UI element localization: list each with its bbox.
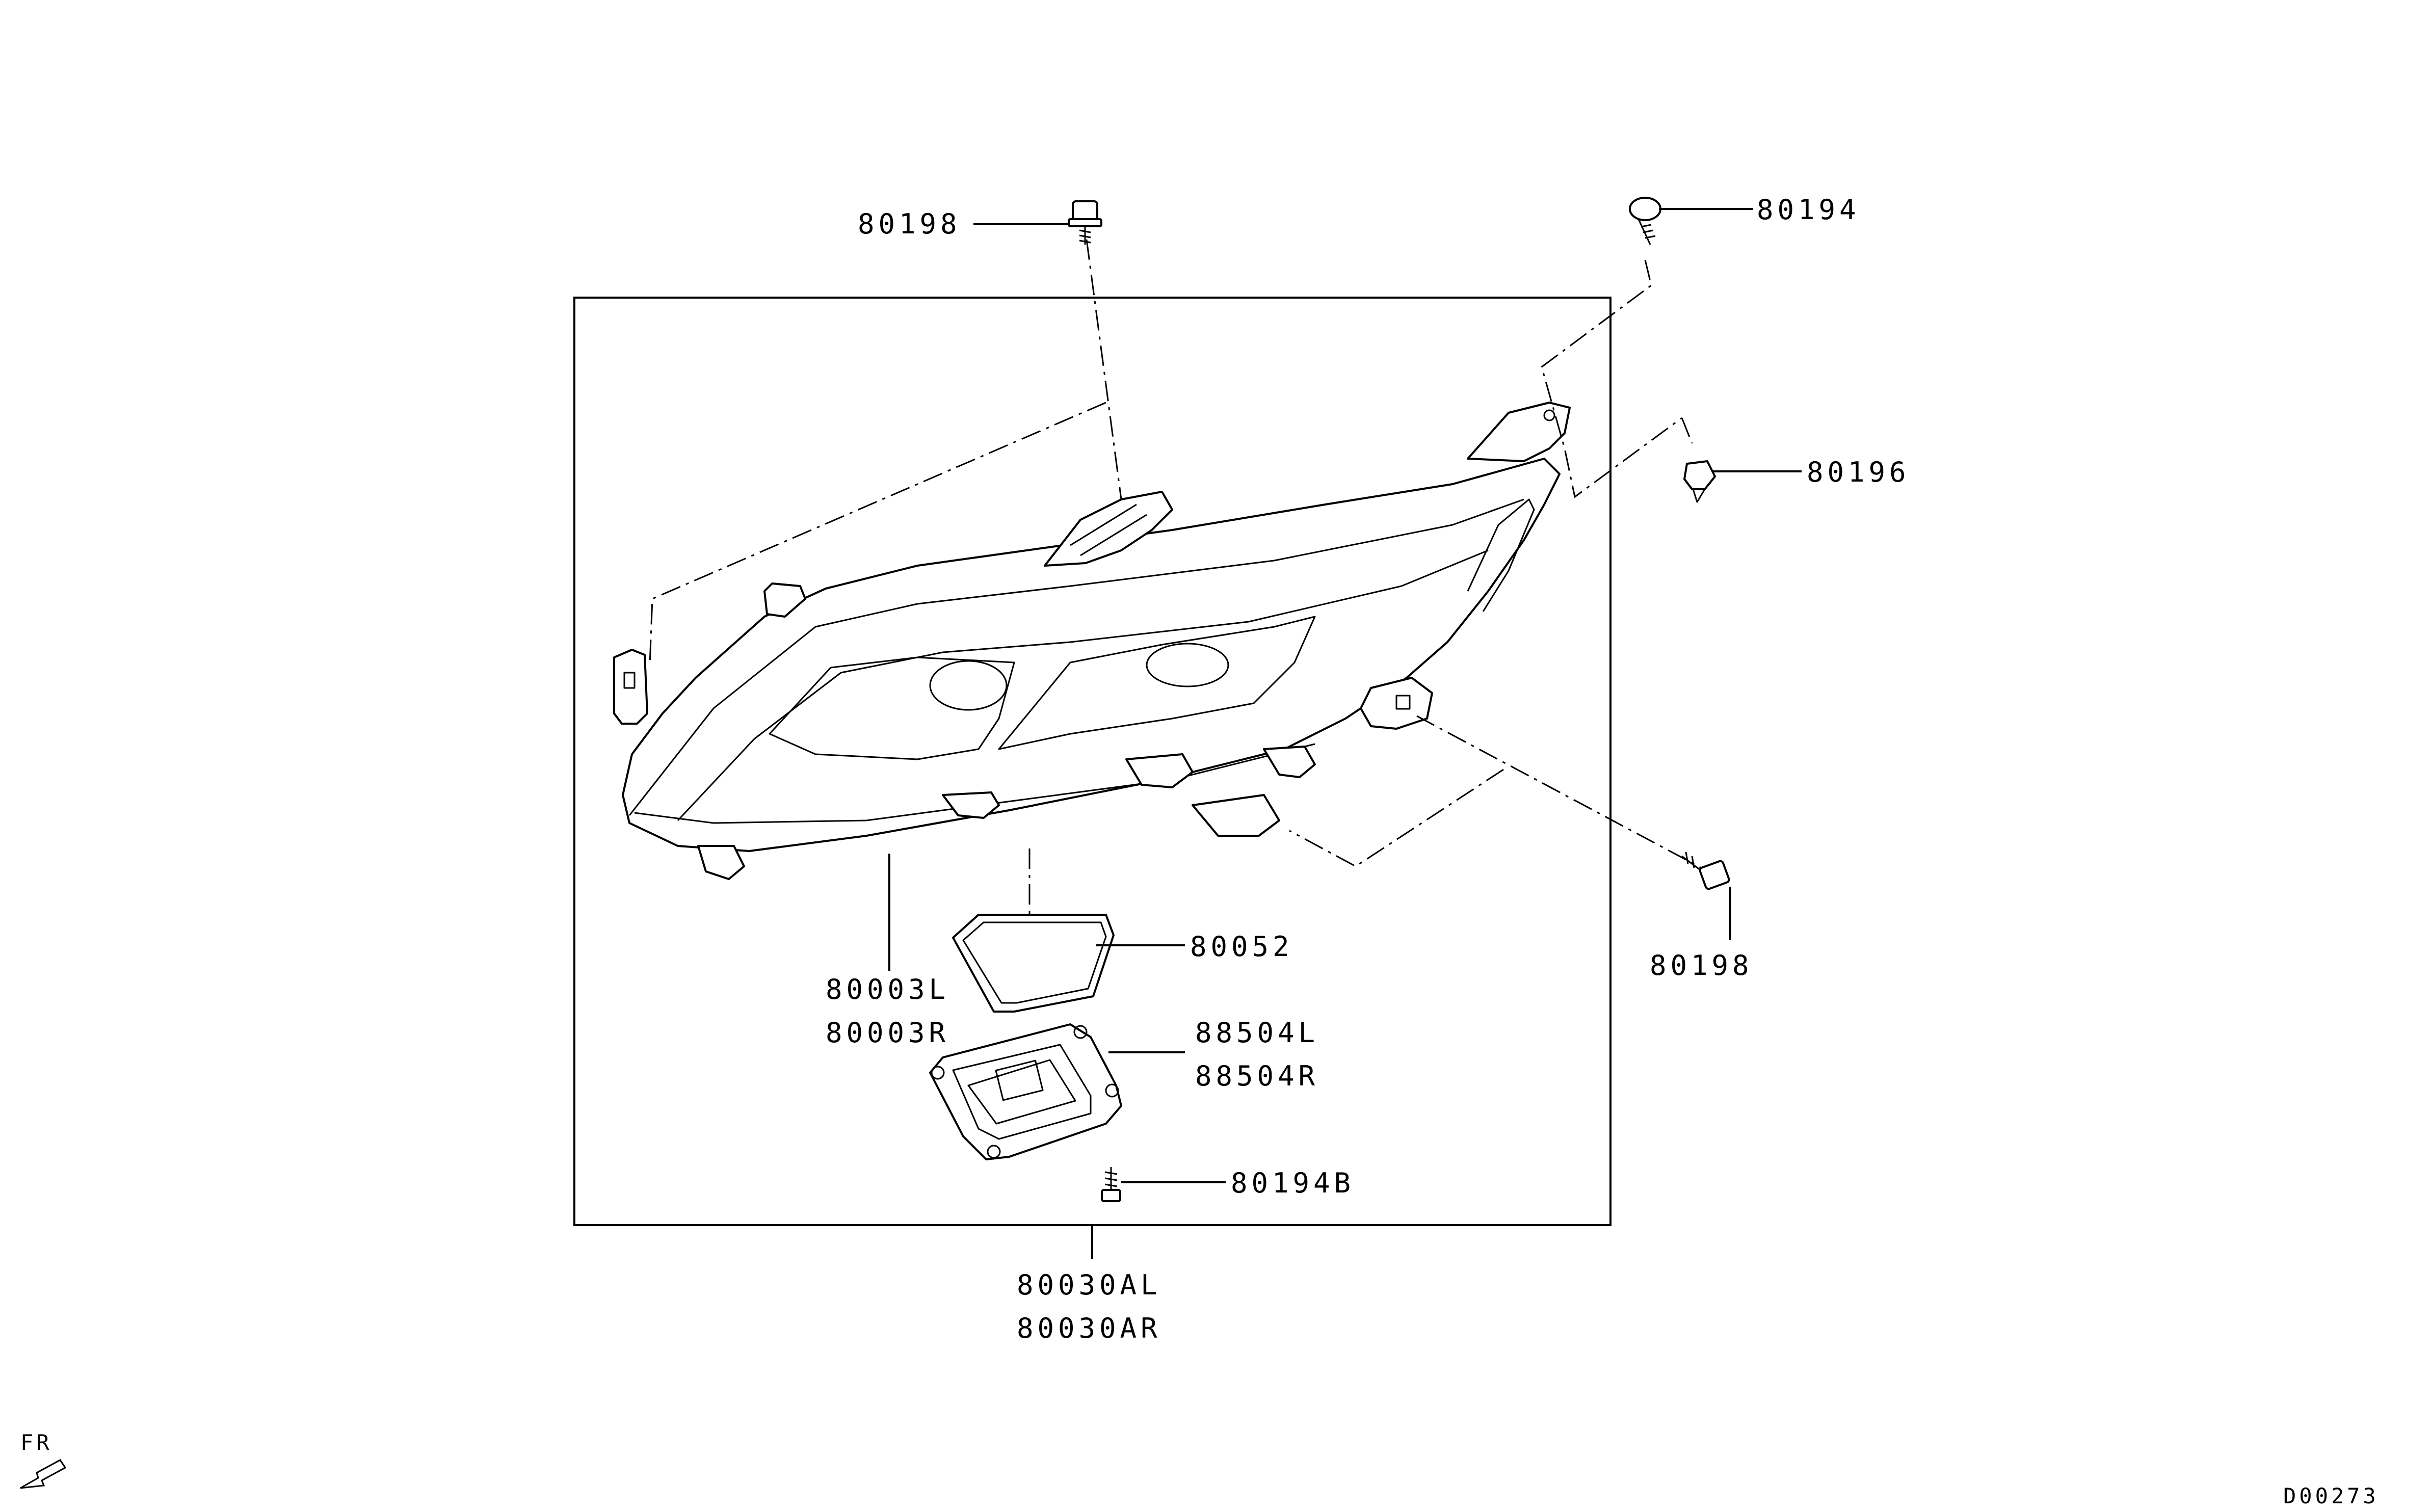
bolt-lower-right-icon [1681,852,1730,890]
headlamp-housing [613,402,1571,880]
front-direction-arrow-icon [20,1459,67,1489]
label-88504R: 88504R [1195,1060,1319,1092]
bolt-top-icon [1068,200,1102,245]
diagram-code: D00273 [2283,1483,2379,1508]
module-88504 [929,1023,1122,1160]
label-80030AR: 80030AR [1017,1312,1161,1344]
orientation-label: FR [20,1430,52,1455]
gasket-80052 [952,914,1115,1013]
label-80196: 80196 [1807,456,1910,488]
label-80194: 80194 [1757,194,1860,226]
screw-top-right-icon [1629,197,1661,245]
module-screw-icon [1101,1167,1121,1202]
label-80198-top: 80198 [858,208,961,240]
label-80194B: 80194B [1231,1167,1355,1199]
label-80003R: 80003R [826,1017,949,1049]
label-80003L: 80003L [826,973,949,1005]
clip-right-icon [1683,460,1716,503]
label-80052: 80052 [1190,931,1293,963]
label-80198-lower: 80198 [1650,949,1753,982]
label-88504L: 88504L [1195,1017,1319,1049]
leader-lines [888,208,1802,1259]
label-80030AL: 80030AL [1017,1269,1161,1301]
